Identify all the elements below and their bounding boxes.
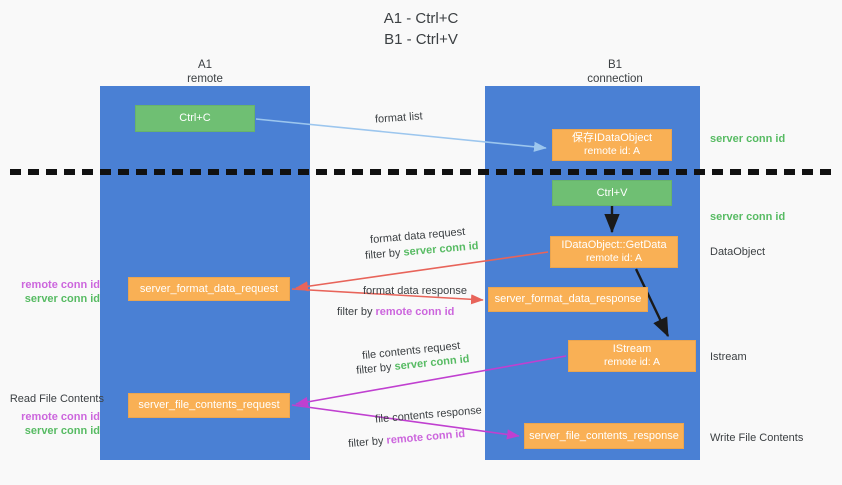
filter-prefix: filter by: [355, 360, 396, 377]
column-header-b1-name: B1: [607, 59, 623, 71]
column-header-b1-role: connection: [587, 73, 643, 85]
filter-prefix: filter by: [337, 306, 376, 318]
box-istream[interactable]: IStream remote id: A: [568, 340, 696, 372]
label-left-remote-conn-id-bottom: remote conn id: [21, 411, 100, 423]
box-idataobject-getdata[interactable]: IDataObject::GetData remote id: A: [550, 236, 678, 268]
column-header-a1-role: remote: [187, 73, 223, 85]
label-left-read-file-contents: Read File Contents: [9, 393, 104, 405]
box-server-file-contents-response[interactable]: server_file_contents_response: [524, 423, 684, 449]
filter-prefix: filter by: [347, 434, 388, 451]
box-server-file-contents-response-label: server_file_contents_response: [529, 429, 679, 442]
box-istream-label: IStream: [612, 343, 652, 355]
box-idataobject-getdata-label: IDataObject::GetData: [561, 239, 667, 251]
label-right-istream: Istream: [710, 351, 747, 363]
box-server-format-data-response-label: server_format_data_response: [494, 293, 642, 305]
box-save-idataobject-label: 保存IDataObject: [571, 132, 653, 144]
column-header-b1: B1 connection: [540, 58, 690, 86]
label-left-server-conn-id-bottom: server conn id: [24, 425, 100, 437]
box-server-format-data-request-label: server_format_data_request: [139, 282, 279, 295]
edge-label-file-contents-response-filter: filter by remote conn id: [348, 427, 466, 452]
label-left-conn-ids-bottom: remote conn id server conn id: [8, 410, 100, 438]
box-ctrl-v[interactable]: Ctrl+V: [552, 180, 672, 206]
edge-label-file-contents-response: file contents response: [374, 404, 483, 426]
box-server-format-data-response[interactable]: server_format_data_response: [488, 287, 648, 312]
box-server-file-contents-request[interactable]: server_file_contents_request: [128, 393, 290, 418]
label-right-server-conn-id-mid: server conn id: [710, 211, 786, 223]
box-ctrl-c-label: Ctrl+C: [179, 112, 211, 124]
label-left-remote-conn-id-top: remote conn id: [21, 279, 100, 291]
label-left-conn-ids-top: remote conn id server conn id: [8, 278, 100, 306]
label-right-write-file-contents: Write File Contents: [710, 432, 804, 444]
column-header-a1-name: A1: [197, 59, 213, 71]
edge-label-format-data-response: format data response: [363, 285, 467, 297]
column-header-a1: A1 remote: [130, 58, 280, 86]
label-right-server-conn-id-top: server conn id: [710, 133, 786, 145]
box-save-idataobject-sub: remote id: A: [583, 145, 641, 157]
box-ctrl-v-label: Ctrl+V: [596, 186, 628, 199]
box-server-file-contents-request-label: server_file_contents_request: [138, 399, 280, 411]
title-line-2: B1 - Ctrl+V: [384, 31, 458, 48]
title-line-1: A1 - Ctrl+C: [383, 10, 459, 27]
filter-prefix: filter by: [364, 246, 405, 262]
label-left-server-conn-id-top: server conn id: [24, 293, 100, 305]
edge-label-format-data-response-filter: filter by remote conn id: [337, 305, 454, 320]
box-idataobject-getdata-sub: remote id: A: [585, 252, 643, 264]
box-save-idataobject[interactable]: 保存IDataObject remote id: A: [552, 129, 672, 161]
edge-label-format-list: format list: [374, 110, 424, 126]
label-right-dataobject: DataObject: [710, 246, 766, 258]
page-title: A1 - Ctrl+C B1 - Ctrl+V: [0, 8, 842, 50]
box-server-format-data-request[interactable]: server_format_data_request: [128, 277, 290, 301]
box-ctrl-c[interactable]: Ctrl+C: [135, 105, 255, 132]
filter-key-remote-conn-id: remote conn id: [386, 427, 466, 447]
filter-key-remote-conn-id: remote conn id: [375, 306, 455, 318]
box-istream-sub: remote id: A: [603, 356, 661, 368]
